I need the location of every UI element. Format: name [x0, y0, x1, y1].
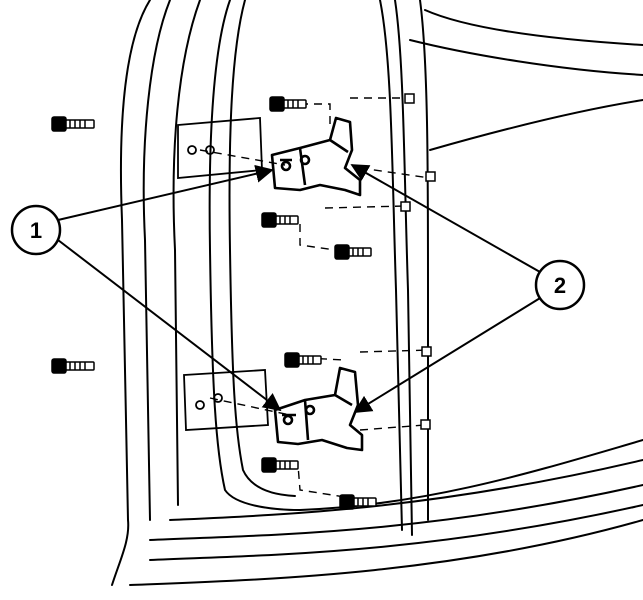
nut-icon — [400, 93, 436, 430]
lower-mount-plate — [183, 369, 269, 431]
callout-2: 2 — [534, 259, 586, 311]
callout-1: 1 — [10, 204, 62, 256]
callout-label: 2 — [554, 273, 566, 298]
upper-mount-plate — [177, 117, 263, 179]
callout-circle — [534, 259, 586, 311]
callout-arrows — [57, 164, 546, 413]
callout-label: 1 — [30, 218, 42, 243]
door-frame — [111, 0, 643, 586]
upper-hinge — [270, 116, 362, 197]
callout-circle — [10, 204, 62, 256]
bolt-icon — [51, 96, 377, 510]
lower-hinge — [273, 366, 364, 452]
